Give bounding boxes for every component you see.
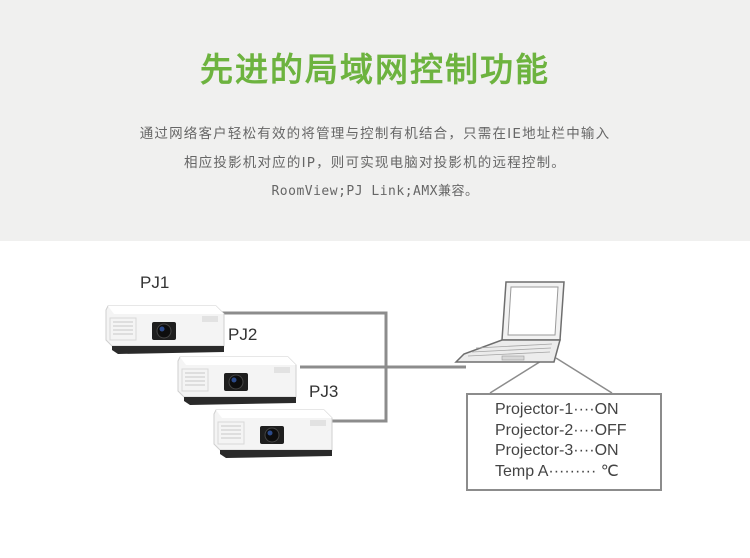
projector-icon [213,409,333,458]
callout-lines [489,357,613,394]
projector-label-3: PJ3 [309,382,339,401]
page-title: 先进的局域网控制功能 [200,50,550,89]
projector-icon [105,305,225,354]
network-diagram [222,311,613,423]
projector-icon [177,356,297,405]
laptop-icon [454,281,565,363]
header-section: 先进的局域网控制功能 通过网络客户轻松有效的将管理与控制有机结合，只需在IE地址… [0,0,750,241]
network-lines [222,311,466,423]
status-projector-1: Projector-1····ON [495,401,619,418]
projector-status-panel: Projector-1····ON Projector-2····OFF Pro… [466,393,662,491]
status-projector-2: Projector-2····OFF [495,421,627,439]
projector-label-1: PJ1 [140,273,170,292]
status-temperature: Temp A········· ℃ [495,462,619,480]
description-line-2: 相应投影机对应的IP，则可实现电脑对投影机的远程控制。 [183,155,567,171]
status-projector-3: Projector-3····ON [495,442,619,459]
projector-label-2: PJ2 [228,325,258,344]
compatibility-line: RoomView;PJ Link;AMX兼容。 [271,184,479,199]
description-line-1: 通过网络客户轻松有效的将管理与控制有机结合，只需在IE地址栏中输入 [139,126,611,142]
